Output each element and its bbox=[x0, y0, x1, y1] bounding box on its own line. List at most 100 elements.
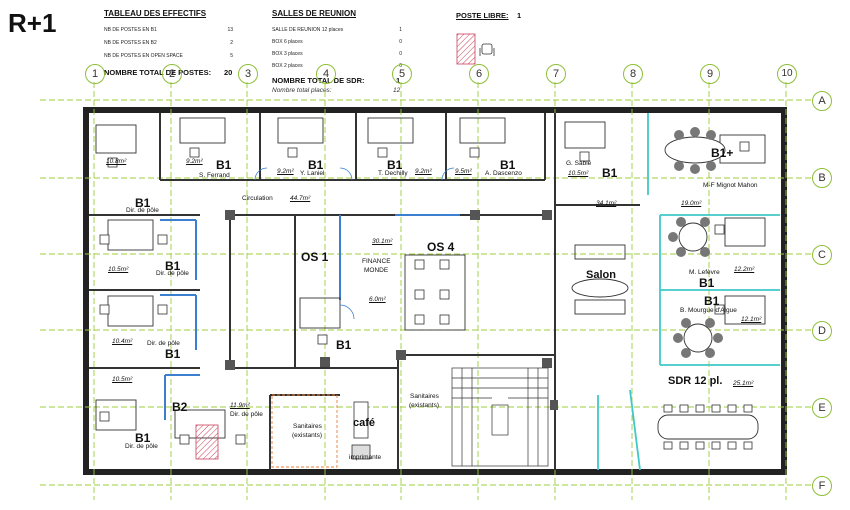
room-area: 9.2m² bbox=[277, 168, 294, 175]
effectifs-total-label: NOMBRE TOTAL DE POSTES: bbox=[104, 68, 212, 77]
poste-libre-value: 1 bbox=[517, 11, 522, 20]
grid-column-marker: 2 bbox=[162, 64, 182, 84]
room-label: SDR 12 pl. bbox=[668, 375, 723, 387]
room-area: 9.2m² bbox=[415, 168, 432, 175]
room-area: 10.5m² bbox=[568, 170, 589, 177]
room-area: 6.0m² bbox=[369, 296, 386, 303]
room-label: café bbox=[353, 417, 376, 429]
desks bbox=[95, 117, 766, 439]
reunion-row-value: 0 bbox=[399, 39, 402, 45]
room-area: 11.9m² bbox=[230, 402, 250, 409]
room-occupant: M-F Mignot Mahon bbox=[703, 182, 758, 189]
room-occupant: A. Dascenzo bbox=[485, 170, 522, 177]
room-label: OS 4 bbox=[427, 240, 455, 254]
circulation-label: Circulation bbox=[242, 195, 273, 202]
outer-wall bbox=[83, 107, 787, 475]
room-label: B2 bbox=[172, 400, 188, 414]
free-desk bbox=[195, 424, 219, 460]
room-area: 25.1m² bbox=[733, 380, 754, 387]
reunion-row-label: BOX 3 places bbox=[272, 51, 303, 57]
grid-row-marker: F bbox=[812, 476, 832, 496]
room-label: Sanitaires bbox=[293, 423, 322, 430]
room-label: B1 bbox=[387, 158, 403, 172]
grid-row-marker: D bbox=[812, 321, 832, 341]
room-label: B1+ bbox=[711, 146, 734, 160]
room-occupant: Dir. de pôle bbox=[230, 411, 263, 418]
interior-walls bbox=[89, 113, 640, 470]
room-area: 34.1m² bbox=[596, 200, 617, 207]
doors bbox=[254, 167, 455, 320]
reunion-places-label: Nombre total places: bbox=[272, 87, 332, 94]
office-chairs bbox=[99, 141, 750, 445]
staircase bbox=[451, 367, 549, 467]
room-label: B1 bbox=[135, 431, 151, 445]
sanitary-outline bbox=[271, 394, 338, 468]
chair-icon bbox=[479, 43, 495, 56]
room-label: B1 bbox=[135, 196, 151, 210]
room-label: (existants) bbox=[409, 402, 439, 409]
room-area: 12.2m² bbox=[734, 266, 755, 273]
poste-libre-label: POSTE LIBRE: bbox=[456, 11, 509, 20]
effectifs-title: TABLEAU DES EFFECTIFS bbox=[104, 9, 207, 18]
room-label: Sanitaires bbox=[410, 393, 439, 400]
effectifs-row-value: 5 bbox=[230, 53, 233, 59]
room-label: B1 bbox=[704, 294, 720, 308]
salon-table bbox=[571, 278, 629, 298]
reunion-row-value: 1 bbox=[399, 27, 402, 33]
room-area: 44.7m² bbox=[290, 195, 311, 202]
room-area: 10.5m² bbox=[112, 376, 133, 383]
room-occupant: S. Ferrand bbox=[199, 172, 230, 179]
effectifs-row-label: NB DE POSTES EN B2 bbox=[104, 40, 157, 46]
room-label: OS 1 bbox=[301, 250, 329, 264]
grid-row-marker: B bbox=[812, 168, 832, 188]
reunion-row-value: 0 bbox=[399, 51, 402, 57]
room-area: 19.0m² bbox=[681, 200, 702, 207]
glass-partitions bbox=[597, 113, 780, 471]
round-table bbox=[678, 222, 708, 252]
room-label: B1 bbox=[336, 338, 352, 352]
room-occupant: B. Mourgue d'Algue bbox=[680, 307, 737, 314]
grid-column-marker: 3 bbox=[238, 64, 258, 84]
room-area: 9.2m² bbox=[186, 158, 203, 165]
room-label: B1 bbox=[165, 347, 181, 361]
grid-column-marker: 4 bbox=[316, 64, 336, 84]
grid-column-marker: 9 bbox=[700, 64, 720, 84]
room-label: imprimante bbox=[349, 454, 382, 461]
grid-column-marker: 5 bbox=[392, 64, 412, 84]
room-occupant: Y. Laniel bbox=[300, 170, 325, 177]
room-label: B1 bbox=[699, 276, 715, 290]
room-occupant: Dir. de pôle bbox=[125, 443, 158, 450]
room-area: 30.1m² bbox=[372, 238, 393, 245]
grid-column-marker: 7 bbox=[546, 64, 566, 84]
room-label: FINANCE bbox=[362, 258, 391, 265]
cafe-counter bbox=[353, 401, 369, 439]
room-label: Salon bbox=[586, 269, 616, 281]
room-area: 10.8m² bbox=[106, 158, 127, 165]
round-table bbox=[683, 323, 713, 353]
grid-row-marker: C bbox=[812, 245, 832, 265]
sdr-chairs bbox=[663, 404, 753, 450]
grid-row-marker: E bbox=[812, 398, 832, 418]
free-desk-hatch bbox=[456, 33, 476, 65]
room-occupant: Dir. de pôle bbox=[126, 207, 159, 214]
room-label: B1 bbox=[216, 158, 232, 172]
room-area: 10.4m² bbox=[112, 338, 133, 345]
sdr-table bbox=[657, 414, 759, 440]
room-label: B1 bbox=[308, 158, 324, 172]
room-area: 10.5m² bbox=[108, 266, 129, 273]
reunion-row-label: SALLE DE REUNION 12 places bbox=[272, 27, 344, 33]
effectifs-row-label: NB DE POSTES EN B1 bbox=[104, 27, 157, 33]
effectifs-row-value: 2 bbox=[230, 40, 233, 46]
effectifs-row-label: NB DE POSTES EN OPEN SPACE bbox=[104, 53, 183, 59]
room-label: B1 bbox=[602, 166, 618, 180]
room-occupant: Dir. de pôle bbox=[156, 270, 189, 277]
grid-column-marker: 8 bbox=[623, 64, 643, 84]
room-occupant: Dir. de pôle bbox=[147, 340, 180, 347]
effectifs-row-value: 13 bbox=[227, 27, 233, 33]
grid-column-marker: 10 bbox=[777, 64, 797, 84]
room-area: 9.5m² bbox=[455, 168, 472, 175]
partitions bbox=[160, 214, 460, 420]
printer bbox=[351, 444, 371, 460]
reunion-row-label: BOX 2 places bbox=[272, 63, 303, 69]
